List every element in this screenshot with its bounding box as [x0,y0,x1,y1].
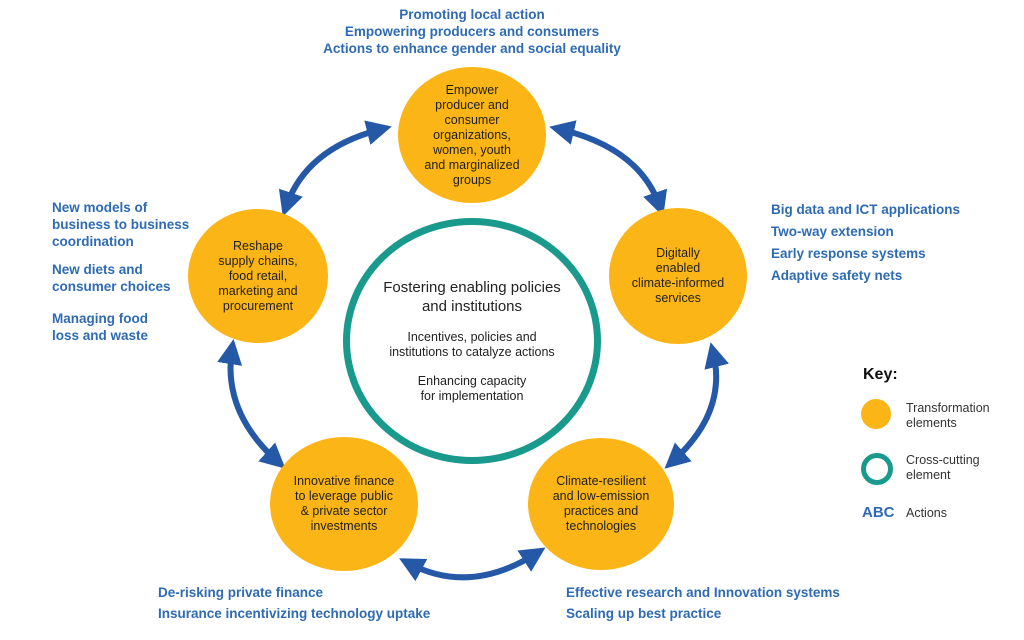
action-item: coordination [52,234,134,249]
action-item: loss and waste [52,328,149,343]
center-subtext-line: for implementation [420,389,524,403]
legend-transformation-label: Transformation elements [906,401,990,431]
node-line: enabled [655,261,701,275]
arrow-top-left [278,120,392,217]
center-title-line: Fostering enabling policies [383,279,561,296]
action-item: Promoting local action [399,7,545,22]
node-line: to leverage public [295,489,393,503]
action-item: Insurance incentivizing technology uptak… [158,606,431,621]
legend-transformation-swatch [861,399,891,429]
node-line: food retail, [228,268,288,283]
node-line: & private sector [300,504,388,518]
action-item: Adaptive safety nets [771,268,903,283]
action-item: Managing food [52,311,148,326]
node-line: technologies [565,519,637,533]
arrow-top-right [549,120,668,217]
node-line: producer and [435,97,509,112]
actions-left-2: New diets and consumer choices [52,261,171,295]
action-item: Early response systems [771,246,926,261]
node-line: organizations, [433,127,511,142]
action-item: Empowering producers and consumers [344,24,600,39]
action-item: business to business [52,217,190,232]
actions-bottom-right: Effective research and Innovation system… [566,582,840,624]
node-text: Innovative finance to leverage public & … [294,474,395,534]
node-line: Climate-resilient [556,474,646,488]
action-item: Actions to enhance gender and social equ… [323,41,621,56]
node-text: Climate-resilient and low-emission pract… [553,474,650,534]
actions-left-3: Managing food loss and waste [52,310,148,344]
legend-line: Cross-cutting [906,453,980,467]
legend-cross-cutting-swatch [861,453,893,485]
legend-title: Key: [863,366,898,383]
node-line: consumer [444,112,500,127]
node-line: and low-emission [552,489,650,503]
node-line: women, youth [433,142,511,157]
legend-abc-sample: ABC [862,504,895,521]
transformation-node-bottom-left: Innovative finance to leverage public & … [270,437,418,571]
legend-actions-label: Actions [906,506,947,520]
node-text: Reshape supply chains, food retail, mark… [218,239,297,314]
center-subtext-line: Incentives, policies and [407,330,537,344]
node-line: services [655,291,701,305]
action-item: New diets and [52,262,143,277]
node-line: investments [310,519,378,533]
legend-line: Transformation [906,401,990,415]
node-line: practices and [563,504,639,518]
action-item: consumer choices [52,279,171,294]
actions-top: Promoting local action Empowering produc… [300,6,644,57]
node-line: climate-informed [631,276,725,290]
node-line: Innovative finance [293,474,395,488]
action-item: De-risking private finance [158,585,324,600]
transformation-node-left: Reshape supply chains, food retail, mark… [188,209,328,343]
node-text: Digitally enabled climate-informed servi… [632,246,724,306]
legend-cross-cutting-label: Cross-cutting element [906,453,980,483]
action-item: Two-way extension [771,224,894,239]
transformation-node-right: Digitally enabled climate-informed servi… [609,208,747,344]
actions-right: Big data and ICT applications Two-way ex… [771,199,960,287]
legend-line: elements [906,416,957,430]
action-item: Scaling up best practice [566,606,722,621]
node-text: Empower producer and consumer organizati… [424,83,519,188]
node-line: and marginalized [424,157,520,172]
node-line: marketing and [218,283,298,298]
node-line: Empower [445,82,499,97]
node-line: Reshape [232,238,284,253]
legend-line: element [906,468,951,482]
arrow-left [217,339,286,469]
transformation-node-top: Empower producer and consumer organizati… [398,67,546,203]
cross-cutting-center: Fostering enabling policies and institut… [343,218,601,464]
center-subtext-line: institutions to catalyze actions [389,345,555,359]
action-item: New models of [52,200,148,215]
node-line: Digitally [656,246,700,260]
actions-bottom-left: De-risking private finance Insurance inc… [158,582,430,624]
node-line: groups [452,172,492,187]
transformation-node-bottom-right: Climate-resilient and low-emission pract… [528,438,674,570]
arrow-bottom [399,547,546,582]
node-line: supply chains, [218,253,298,268]
center-title-line: and institutions [421,298,523,315]
action-item: Big data and ICT applications [771,202,961,217]
center-subtext-line: Enhancing capacity [417,374,527,388]
action-item: Effective research and Innovation system… [566,585,840,600]
node-line: procurement [222,298,294,313]
actions-left-1: New models of business to business coord… [52,199,189,250]
legend: Key: Transformation elements Cross-cutti… [858,366,1018,536]
arrow-right [664,342,729,469]
